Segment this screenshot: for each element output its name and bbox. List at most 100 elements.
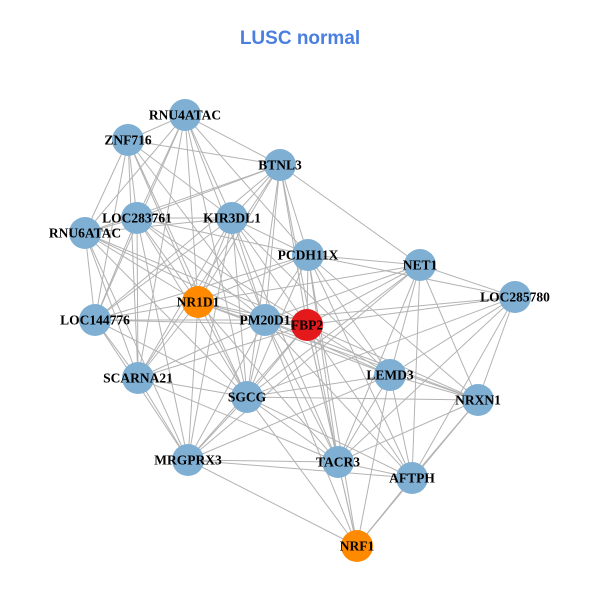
node-circle	[249, 304, 281, 336]
edge-nr1d1-sgcg	[197, 301, 248, 398]
node-label-nrf1: NRF1	[340, 539, 375, 554]
edge-nr1d1-lemd3	[197, 301, 391, 376]
edge-loc285780-fbp2	[306, 296, 516, 326]
edge-znf716-sgcg	[127, 139, 248, 398]
edge-net1-loc285780	[419, 264, 516, 298]
edge-mrgprx3-tacr3	[187, 459, 339, 463]
edge-znf716-pm20d1	[127, 139, 266, 321]
node-lemd3	[374, 359, 406, 391]
edge-btnl3-rnu6atac	[84, 164, 281, 234]
edge-pm20d1-lemd3	[264, 319, 391, 376]
node-loc283761	[121, 202, 153, 234]
node-label-tacr3: TACR3	[316, 455, 360, 470]
edge-znf716-kir3dl1	[127, 139, 233, 219]
node-pm20d1	[249, 304, 281, 336]
edge-net1-nr1d1	[197, 264, 421, 303]
node-label-loc285780: LOC285780	[480, 290, 550, 305]
edge-pcdh11x-net1	[307, 254, 421, 266]
edge-loc283761-scarna21	[136, 217, 139, 379]
edge-kir3dl1-rnu6atac	[84, 217, 233, 234]
edge-net1-aftph	[411, 264, 421, 479]
edge-lemd3-tacr3	[337, 374, 391, 463]
edge-pm20d1-tacr3	[264, 319, 339, 463]
edge-loc283761-nr1d1	[136, 217, 199, 303]
edge-fbp2-aftph	[306, 324, 413, 479]
edge-kir3dl1-lemd3	[231, 217, 391, 376]
edge-rnu6atac-sgcg	[84, 232, 248, 398]
node-circle	[172, 444, 204, 476]
edge-rnu4atac-btnl3	[184, 114, 281, 166]
node-btnl3	[264, 149, 296, 181]
edge-loc283761-pm20d1	[136, 217, 266, 321]
edge-sgcg-nrxn1	[246, 396, 479, 401]
edge-pm20d1-mrgprx3	[187, 319, 266, 461]
edge-loc285780-sgcg	[246, 296, 516, 398]
node-rnu6atac	[69, 217, 101, 249]
edge-loc283761-pcdh11x	[136, 217, 309, 256]
node-label-scarna21: SCARNA21	[103, 371, 173, 386]
node-label-lemd3: LEMD3	[366, 368, 414, 383]
node-nrf1	[341, 530, 373, 562]
edge-net1-lemd3	[389, 264, 421, 376]
node-label-rnu6atac: RNU6ATAC	[49, 226, 121, 241]
node-label-loc144776: LOC144776	[60, 313, 130, 328]
node-circle	[292, 239, 324, 271]
node-aftph	[396, 462, 428, 494]
node-label-pm20d1: PM20D1	[240, 313, 291, 328]
edge-scarna21-tacr3	[137, 377, 339, 463]
edge-btnl3-loc144776	[94, 164, 281, 321]
node-label-kir3dl1: KIR3DL1	[203, 211, 261, 226]
node-rnu4atac	[169, 99, 201, 131]
node-circle	[216, 202, 248, 234]
node-circle	[264, 149, 296, 181]
edge-btnl3-sgcg	[246, 164, 281, 398]
edge-nr1d1-scarna21	[137, 301, 199, 379]
edge-nr1d1-tacr3	[197, 301, 339, 463]
node-circle	[169, 99, 201, 131]
figure-title: LUSC normal	[239, 28, 361, 49]
edge-kir3dl1-mrgprx3	[187, 217, 233, 461]
node-circle	[79, 304, 111, 336]
edge-sgcg-aftph	[246, 396, 413, 479]
edge-rnu4atac-scarna21	[137, 114, 186, 379]
edge-rnu4atac-pcdh11x	[184, 114, 309, 256]
node-sgcg	[231, 381, 263, 413]
edge-kir3dl1-tacr3	[231, 217, 339, 463]
edge-rnu4atac-kir3dl1	[184, 114, 233, 219]
node-scarna21	[122, 362, 154, 394]
edge-znf716-btnl3	[127, 139, 281, 166]
edge-znf716-scarna21	[127, 139, 139, 379]
edge-sgcg-nrf1	[246, 396, 358, 547]
node-znf716	[112, 124, 144, 156]
edge-rnu4atac-nr1d1	[184, 114, 199, 303]
node-fbp2	[291, 309, 323, 341]
edge-net1-nrxn1	[419, 264, 479, 401]
edge-btnl3-scarna21	[137, 164, 281, 379]
node-label-aftph: AFTPH	[389, 471, 435, 486]
edge-sgcg-tacr3	[246, 396, 339, 463]
edge-mrgprx3-aftph	[187, 459, 413, 479]
edge-fbp2-lemd3	[306, 324, 391, 376]
node-circle	[374, 359, 406, 391]
node-pcdh11x	[292, 239, 324, 271]
edge-pcdh11x-nrf1	[307, 254, 358, 547]
edge-loc285780-aftph	[411, 296, 516, 479]
edge-rnu6atac-nr1d1	[84, 232, 199, 303]
node-tacr3	[322, 446, 354, 478]
node-mrgprx3	[172, 444, 204, 476]
node-label-fbp2: FBP2	[291, 318, 323, 333]
edge-net1-pm20d1	[264, 264, 421, 321]
edge-nr1d1-nrxn1	[197, 301, 479, 401]
node-label-nr1d1: NR1D1	[177, 295, 220, 310]
node-circle	[182, 286, 214, 318]
node-circle	[112, 124, 144, 156]
edge-btnl3-pm20d1	[264, 164, 281, 321]
node-circle	[499, 281, 531, 313]
edge-loc283761-loc144776	[94, 217, 138, 321]
node-nr1d1	[182, 286, 214, 318]
edge-lemd3-aftph	[389, 374, 413, 479]
edge-loc285780-tacr3	[337, 296, 516, 463]
